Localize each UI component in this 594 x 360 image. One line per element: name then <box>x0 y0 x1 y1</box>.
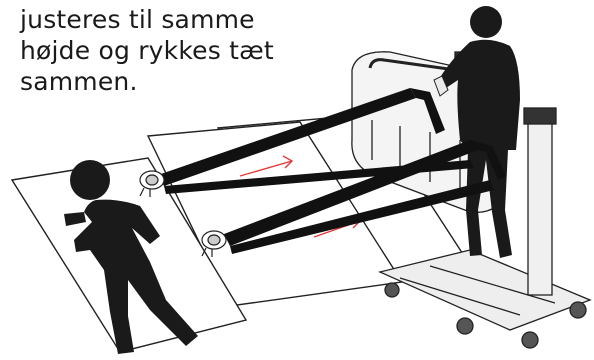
handle-bar <box>368 58 471 74</box>
strap-upper <box>158 88 416 186</box>
wheel <box>456 317 474 335</box>
patient-head <box>70 160 110 200</box>
straps <box>158 88 506 254</box>
lift-mast <box>527 119 553 296</box>
wheel <box>569 301 587 319</box>
wheel <box>521 331 539 349</box>
patient-body <box>74 199 198 354</box>
lift-base <box>378 249 592 331</box>
strap-upper-loop <box>410 88 445 134</box>
strap-hooks <box>139 170 227 257</box>
caregiver-head <box>470 6 502 38</box>
caption-line-1: justeres til samme <box>20 5 255 34</box>
wheel <box>384 282 400 298</box>
caption-line-3: sammen. <box>20 67 138 96</box>
patient-figure <box>64 160 198 354</box>
arrow-upper <box>239 155 294 177</box>
strap-lower-loop <box>470 140 506 180</box>
instruction-caption: justeres til samme højde og rykkes tæt s… <box>20 4 274 97</box>
caption-line-2: højde og rykkes tæt <box>20 36 274 65</box>
